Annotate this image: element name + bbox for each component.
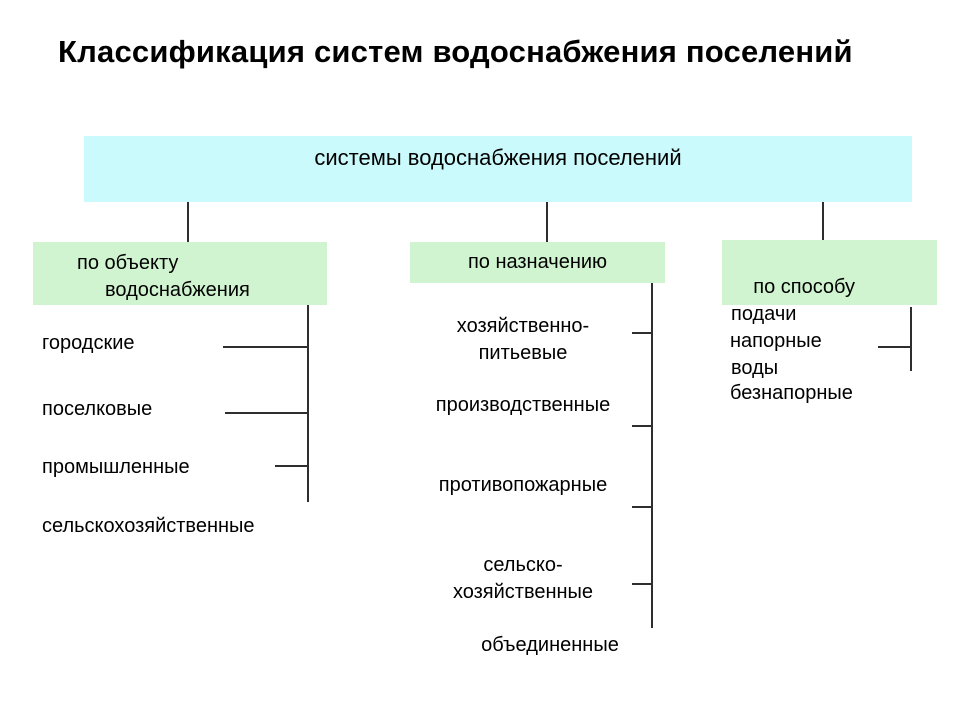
leaf-selsko-khozyajstvennye-line1: сельско- — [483, 554, 563, 576]
branch-header-by-object: по объекту водоснабжения — [33, 242, 327, 305]
leaf-selskokhozyajstvennye: сельскохозяйственные — [42, 515, 255, 537]
connector-gorodskie — [223, 346, 309, 348]
connector-napornye — [878, 346, 912, 348]
leaf-protivopozharnye: противопожарные — [438, 474, 608, 496]
leaf-khozyajstvenno-pitevye-line2: питьевые — [478, 342, 568, 364]
spine-by-object — [307, 305, 309, 502]
leaf-khozyajstvenno-pitevye: хозяйственно- питьевые — [398, 313, 648, 367]
leaf-beznapornye: безнапорные — [730, 382, 853, 404]
leaf-gorodskie: городские — [42, 332, 135, 354]
connector-root-to-purpose — [546, 202, 548, 242]
branch-header-by-purpose: по назначению — [410, 242, 665, 283]
connector-poselkovye — [225, 412, 309, 414]
tick-selsko-khozyajstvennye — [632, 583, 653, 585]
root-node: системы водоснабжения поселений — [84, 136, 912, 202]
connector-root-to-object — [187, 202, 189, 242]
spine-by-purpose — [651, 283, 653, 628]
leaf-selsko-khozyajstvennye: сельско- хозяйственные — [398, 552, 648, 606]
branch-header-by-purpose-line1: по назначению — [467, 251, 608, 273]
branch-header-by-method-line1: по способу подачи — [731, 276, 872, 325]
branch-header-by-method-line2: воды — [731, 357, 779, 379]
connector-root-to-method — [822, 202, 824, 240]
leaf-poselkovye: поселковые — [42, 398, 153, 420]
tick-khozyajstvenno-pitevye — [632, 332, 653, 334]
leaf-proizvodstvennye: производственные — [435, 394, 611, 416]
branch-header-by-object-line1: по объекту — [77, 252, 179, 274]
connector-promyshlennye — [275, 465, 309, 467]
leaf-napornye: напорные — [730, 330, 822, 352]
tick-protivopozharnye — [632, 506, 653, 508]
leaf-selsko-khozyajstvennye-line2: хозяйственные — [452, 581, 594, 603]
branch-header-by-method: по способу подачи воды — [722, 240, 937, 379]
leaf-promyshlennye: промышленные — [42, 456, 190, 478]
leaf-khozyajstvenno-pitevye-line1: хозяйственно- — [456, 315, 590, 337]
branch-header-by-object-line2: водоснабжения — [105, 279, 250, 301]
tick-proizvodstvennye — [632, 425, 653, 427]
page-title: Классификация систем водоснабжения посел… — [58, 34, 853, 69]
leaf-obedinennye: объединенные — [481, 634, 619, 656]
spine-by-method — [910, 307, 912, 371]
